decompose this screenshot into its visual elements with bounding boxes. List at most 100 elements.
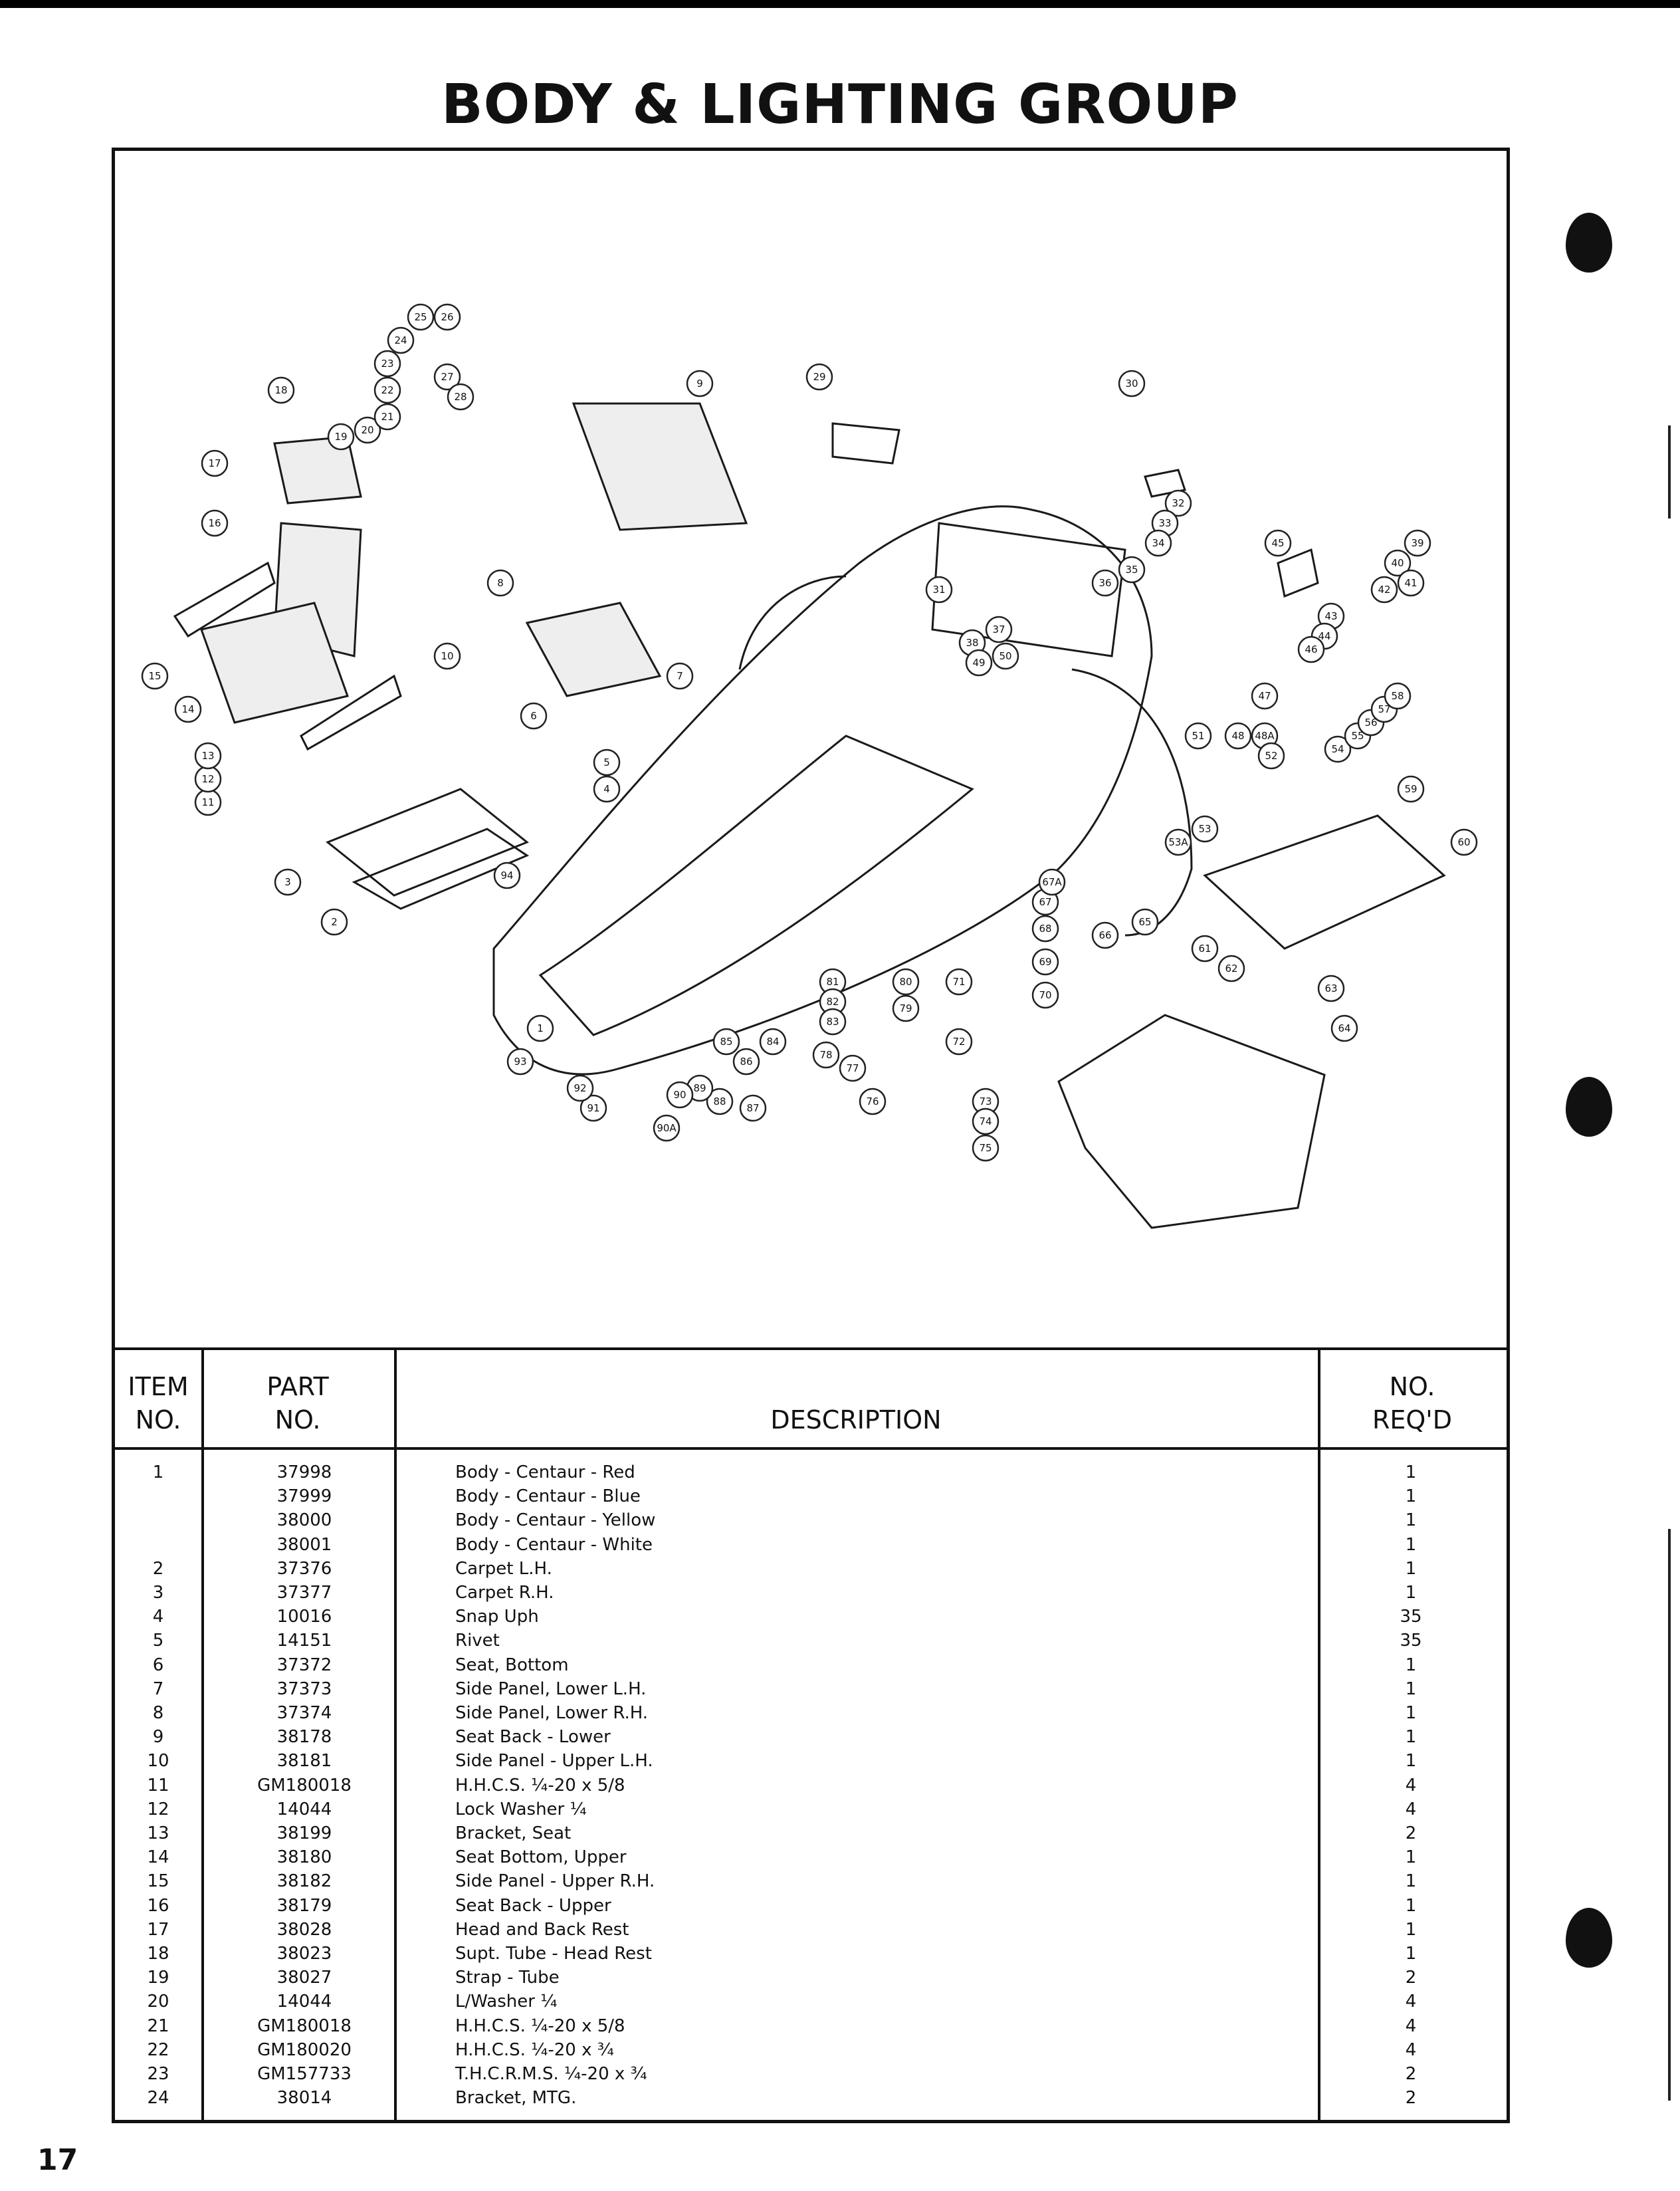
callout-label: 20 bbox=[361, 424, 373, 436]
qty-cell: 1 bbox=[1405, 1703, 1417, 1723]
callout-13: 13 bbox=[194, 742, 222, 770]
edge-mark bbox=[1668, 1529, 1671, 2101]
item-no-cell: 23 bbox=[147, 2064, 169, 2084]
part-no-cell: 38027 bbox=[276, 1968, 332, 1988]
callout-circle bbox=[1264, 529, 1292, 557]
tail-light bbox=[1277, 548, 1319, 598]
callout-42: 42 bbox=[1370, 576, 1398, 604]
carpet-rh bbox=[352, 828, 530, 910]
callout-label: 61 bbox=[1198, 943, 1211, 955]
callout-circle bbox=[1091, 569, 1119, 597]
callout-circle bbox=[666, 1081, 694, 1109]
header-item: ITEM NO. bbox=[115, 1370, 201, 1437]
callout-label: 94 bbox=[500, 869, 513, 881]
callout-48a: 48A bbox=[1251, 722, 1279, 750]
callout-circle bbox=[1324, 735, 1352, 763]
callout-74: 74 bbox=[972, 1107, 999, 1135]
callout-label: 2 bbox=[331, 916, 338, 928]
callout-79: 79 bbox=[892, 994, 920, 1022]
callout-10: 10 bbox=[433, 642, 461, 670]
seat-bottom-upper bbox=[200, 602, 349, 724]
part-no-cell: GM157733 bbox=[257, 2064, 352, 2084]
description-cell: Body - Centaur - Blue bbox=[455, 1486, 641, 1507]
callout-label: 53 bbox=[1198, 823, 1211, 835]
binder-hole bbox=[1566, 213, 1612, 273]
callout-62: 62 bbox=[1217, 955, 1245, 982]
callout-label: 5 bbox=[603, 756, 610, 768]
callout-37: 37 bbox=[985, 616, 1013, 643]
callout-15: 15 bbox=[141, 662, 169, 690]
callout-label: 90 bbox=[673, 1089, 686, 1101]
header-part-line1: PART bbox=[266, 1372, 329, 1401]
callout-circle bbox=[805, 363, 833, 391]
callout-circle bbox=[520, 702, 548, 730]
body-floor bbox=[538, 735, 974, 1036]
callout-60: 60 bbox=[1450, 828, 1478, 856]
callout-66: 66 bbox=[1091, 921, 1119, 949]
binder-hole bbox=[1566, 1077, 1612, 1137]
callout-90a: 90A bbox=[653, 1114, 681, 1142]
callout-label: 3 bbox=[284, 876, 291, 888]
callout-92: 92 bbox=[566, 1074, 594, 1102]
callout-50: 50 bbox=[992, 642, 1019, 670]
callout-8: 8 bbox=[486, 569, 514, 597]
item-no-cell: 19 bbox=[147, 1968, 169, 1988]
callout-label: 57 bbox=[1378, 703, 1390, 715]
callout-circle bbox=[141, 662, 169, 690]
callout-40: 40 bbox=[1384, 549, 1412, 577]
callout-circle bbox=[1144, 529, 1172, 557]
top-rule bbox=[0, 0, 1680, 8]
callout-label: 51 bbox=[1192, 730, 1204, 742]
callout-label: 4 bbox=[603, 783, 610, 795]
callout-label: 81 bbox=[826, 976, 839, 988]
callout-circle bbox=[1450, 828, 1478, 856]
callout-label: 30 bbox=[1125, 378, 1138, 390]
description-cell: H.H.C.S. ¼-20 x ¾ bbox=[455, 2039, 614, 2060]
callout-label: 39 bbox=[1411, 537, 1423, 549]
callout-circle bbox=[892, 994, 920, 1022]
callout-circle bbox=[593, 749, 621, 776]
description-cell: Body - Centaur - White bbox=[455, 1534, 653, 1555]
part-no-cell: 37376 bbox=[276, 1558, 332, 1579]
callout-circle bbox=[447, 383, 474, 411]
item-no-cell: 10 bbox=[147, 1751, 169, 1772]
part-no-cell: 37372 bbox=[276, 1655, 332, 1675]
qty-cell: 4 bbox=[1405, 1775, 1417, 1795]
header-description: DESCRIPTION bbox=[770, 1405, 942, 1435]
callout-circle bbox=[1370, 576, 1398, 604]
part-no-cell: 38001 bbox=[276, 1534, 332, 1555]
description-cell: Side Panel, Lower L.H. bbox=[455, 1678, 647, 1699]
part-no-cell: 37373 bbox=[276, 1678, 332, 1699]
seat-bottom bbox=[525, 602, 662, 697]
callout-label: 60 bbox=[1457, 836, 1470, 848]
callout-70: 70 bbox=[1031, 981, 1059, 1009]
callout-circle bbox=[945, 968, 973, 996]
callout-2: 2 bbox=[320, 908, 348, 936]
callout-label: 66 bbox=[1099, 929, 1111, 941]
callout-label: 65 bbox=[1138, 916, 1151, 928]
callout-label: 84 bbox=[766, 1036, 779, 1048]
part-no-cell: 38182 bbox=[276, 1871, 332, 1892]
qty-cell: 4 bbox=[1405, 2039, 1417, 2060]
callout-circle bbox=[732, 1048, 760, 1076]
callout-circle bbox=[1118, 370, 1146, 398]
callout-label: 40 bbox=[1391, 557, 1404, 569]
callout-label: 50 bbox=[999, 650, 1011, 662]
callout-circle bbox=[201, 449, 229, 477]
part-no-cell: 37374 bbox=[276, 1703, 332, 1723]
callout-label: 78 bbox=[819, 1049, 832, 1061]
description-cell: Strap - Tube bbox=[455, 1968, 560, 1988]
callout-circle bbox=[972, 1134, 999, 1162]
callout-label: 80 bbox=[899, 976, 912, 988]
callout-circle bbox=[965, 649, 993, 677]
item-no-cell: 3 bbox=[152, 1583, 164, 1603]
